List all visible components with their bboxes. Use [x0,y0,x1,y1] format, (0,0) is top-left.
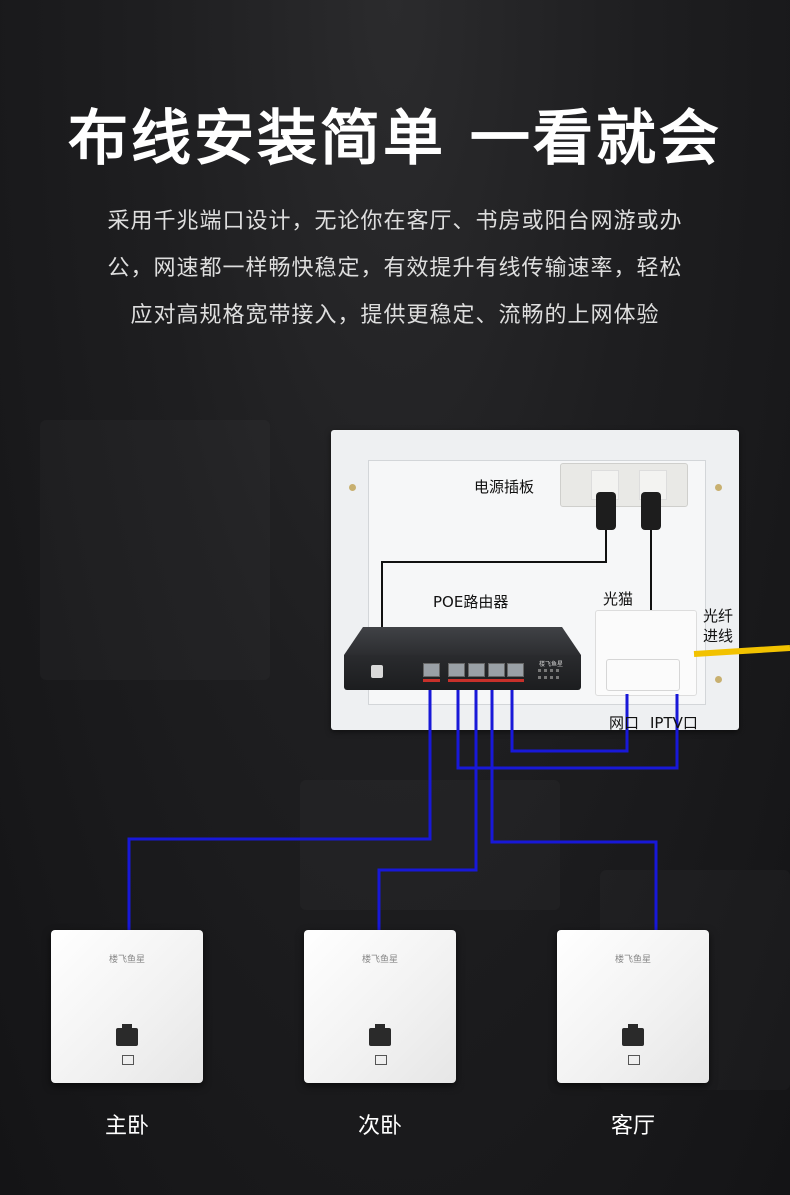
router-label: POE路由器 [433,593,509,611]
ethernet-cable [456,690,679,770]
ethernet-jack-icon [116,1024,138,1046]
room-label: 次卧 [357,1114,402,1139]
panel-brand: 楼飞鱼星 [614,955,651,965]
modem-label: 光猫 [603,590,634,608]
ethernet-jack-icon [369,1024,391,1046]
panel-brand: 楼飞鱼星 [108,955,145,965]
room-label: 主卧 [104,1114,149,1139]
port-stripe [448,679,524,682]
ethernet-cable [490,690,658,930]
status-led [538,669,541,672]
status-led [550,676,553,679]
page-title: 布线安装简单 一看就会 [68,104,722,174]
status-led [556,669,559,672]
power-jack [371,665,383,678]
fiber-cable [693,645,790,657]
router-front-panel: 楼飞鱼星 [344,655,581,690]
ethernet-cable [377,690,478,930]
port-stripe [423,679,440,682]
wall-panel-ap: 楼飞鱼星 [304,930,456,1083]
room-label: 客厅 [610,1114,655,1139]
lan-port [468,663,485,677]
panel-brand: 楼飞鱼星 [361,955,398,965]
status-led [544,669,547,672]
iptv-port-label: IPTV口 [650,714,698,732]
router-top [344,627,581,655]
screw [715,484,722,491]
screw [715,676,722,683]
wan-port [423,663,440,677]
wall-panel-ap: 楼飞鱼星 [51,930,203,1083]
ethernet-cable [510,690,629,753]
lan-port-label: 网口 [609,714,640,732]
router-brand: 楼飞鱼星 [539,661,564,668]
status-led [538,676,541,679]
description-line: 采用千兆端口设计，无论你在客厅、书房或阳台网游或办 [107,209,683,234]
power-plug [596,492,616,530]
power-plug [641,492,661,530]
fiber-label-line: 进线 [703,627,734,645]
lan-port [507,663,524,677]
power-strip-label: 电源插板 [474,478,535,496]
status-led [550,669,553,672]
screw [349,484,356,491]
fiber-label-line: 光纤 [703,607,734,625]
status-led [556,676,559,679]
description: 采用千兆端口设计，无论你在客厅、书房或阳台网游或办 公，网速都一样畅快稳定，有效… [60,198,730,339]
description-line: 应对高规格宽带接入，提供更稳定、流畅的上网体验 [130,303,660,328]
monitor-icon [375,1055,387,1065]
status-led [544,676,547,679]
monitor-icon [122,1055,134,1065]
fiber-label: 光纤 进线 [703,606,733,646]
lan-port [488,663,505,677]
ethernet-cable [127,690,432,930]
optical-modem [595,610,697,696]
poe-router: 楼飞鱼星 [344,627,581,690]
modem-bracket [606,659,680,691]
description-line: 公，网速都一样畅快稳定，有效提升有线传输速率，轻松 [107,256,683,281]
lan-port [448,663,465,677]
wall-panel-ap: 楼飞鱼星 [557,930,709,1083]
power-cable [381,530,607,627]
ethernet-jack-icon [622,1024,644,1046]
monitor-icon [628,1055,640,1065]
